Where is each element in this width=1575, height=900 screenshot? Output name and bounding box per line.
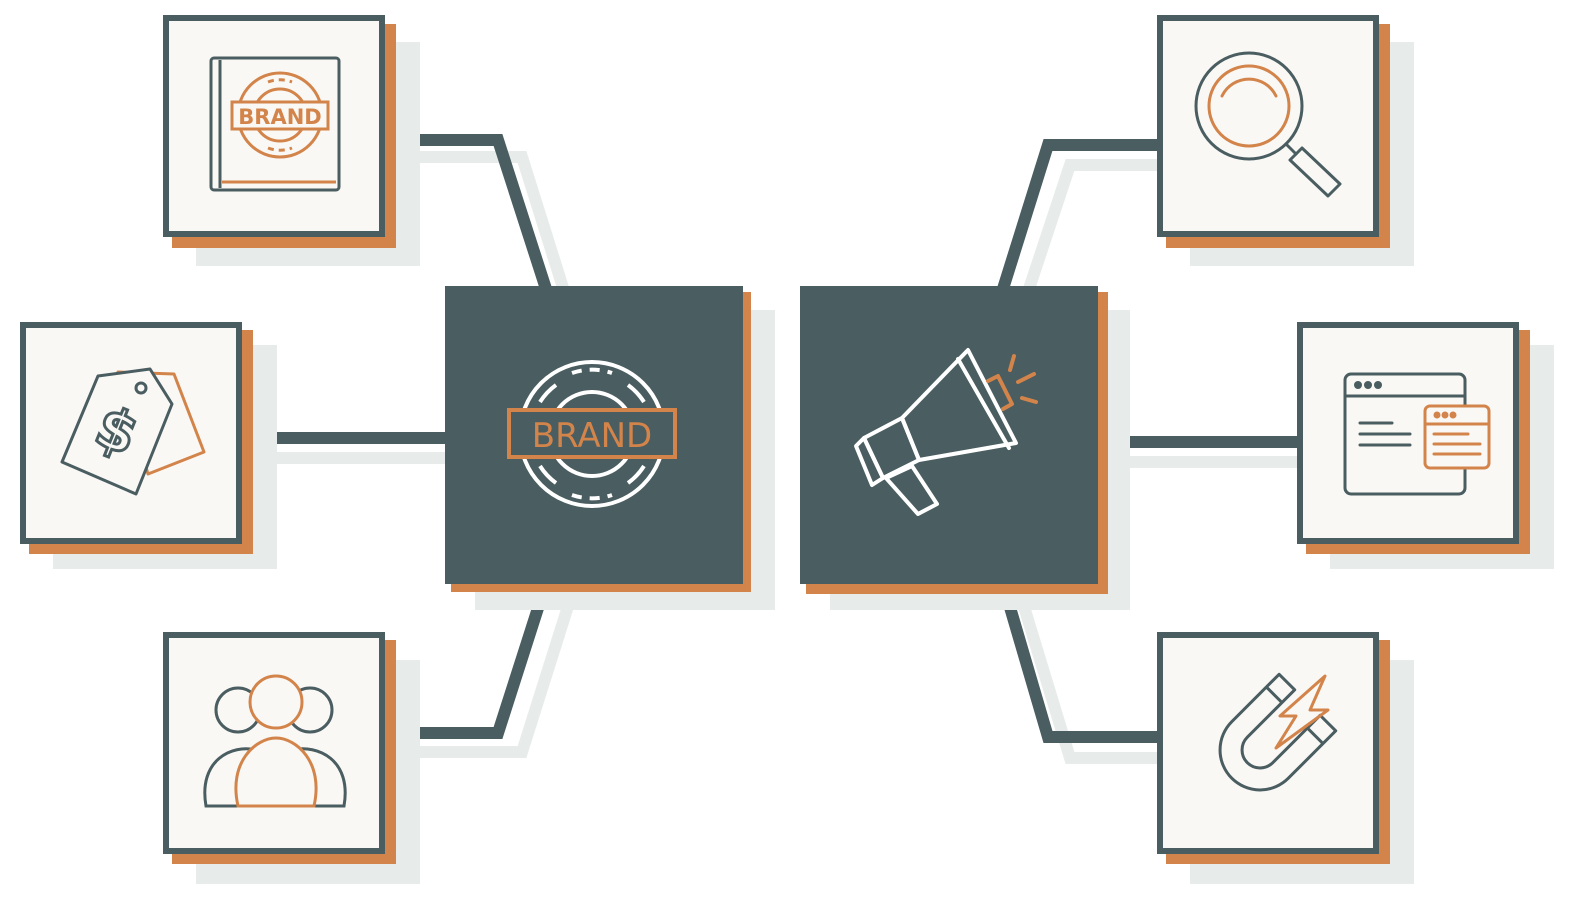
node-price-tag: $ <box>20 322 277 569</box>
audience-group-icon <box>203 674 347 808</box>
node-audience <box>163 632 420 884</box>
brand-book-label: BRAND <box>238 105 321 129</box>
magnet-icon <box>1218 672 1338 792</box>
node-brand-book: BRAND <box>163 15 420 266</box>
browser-windows-icon <box>1343 372 1491 496</box>
center-brand-card: BRAND <box>445 286 775 610</box>
brand-seal-icon <box>507 360 677 508</box>
node-magnet <box>1157 632 1414 884</box>
megaphone-icon <box>854 348 1038 516</box>
lightning-bolt-icon <box>1274 674 1330 750</box>
connectors <box>240 134 1300 743</box>
connector-audience <box>385 578 553 739</box>
price-tag-dollar-icon <box>60 367 206 496</box>
connector-shadows <box>265 151 1320 764</box>
node-search <box>1157 15 1414 266</box>
connector-search <box>996 139 1160 294</box>
connector-magnet <box>996 578 1160 743</box>
brand-book-icon <box>209 56 341 192</box>
node-browser <box>1297 322 1554 569</box>
connector-brand-book <box>385 134 553 294</box>
center-megaphone-card <box>800 286 1130 610</box>
magnifying-glass-icon <box>1194 51 1342 198</box>
brand-seal-label: BRAND <box>532 416 652 456</box>
